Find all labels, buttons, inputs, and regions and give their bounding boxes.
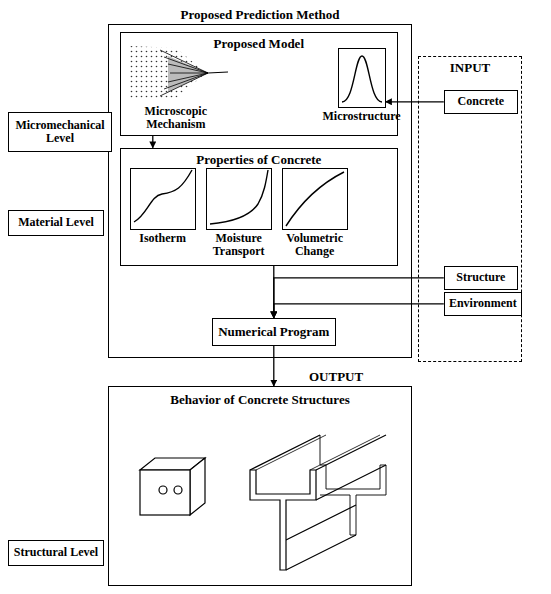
box-label: Structure xyxy=(456,271,505,284)
output-frame: OUTPUTBehavior of Concrete Structures xyxy=(108,386,412,586)
box-heading: Properties of Concrete xyxy=(121,153,397,167)
crack-mechanism-illustration-stroke xyxy=(160,73,208,96)
box-label: Numerical Program xyxy=(218,325,329,339)
flow-arrow xyxy=(273,346,274,386)
box-heading: OUTPUT xyxy=(309,370,363,384)
concrete-beam-illustration-stroke xyxy=(286,505,356,540)
box-label: Material Level xyxy=(18,216,94,229)
box-label: Concrete xyxy=(458,95,504,108)
box-label: Micromechanical Level xyxy=(9,119,111,145)
isotherm-curve xyxy=(134,170,192,222)
box-heading: INPUT xyxy=(419,61,521,75)
box-note: Behavior of Concrete Structures xyxy=(109,393,411,407)
box-heading: Isotherm xyxy=(121,232,205,245)
level-label: Micromechanical Level xyxy=(8,112,112,152)
box-heading: Proposed Model xyxy=(121,37,397,51)
concrete-beam-illustration-stroke xyxy=(250,470,316,570)
program-box: Numerical Program xyxy=(212,318,336,346)
level-label: Structural Level xyxy=(8,540,104,566)
concrete-beam-illustration-stroke xyxy=(286,535,356,570)
moisture-plot: Moisture Transport xyxy=(206,168,272,230)
crack-mechanism-illustration-stroke xyxy=(164,57,208,73)
concrete-block-illustration-stroke xyxy=(190,458,205,515)
connector-layer xyxy=(153,102,444,386)
concrete-beam-illustration-stroke xyxy=(316,465,386,500)
isotherm-plot: Isotherm xyxy=(130,168,196,230)
concrete-beam-illustration-stroke xyxy=(320,435,386,535)
input-box: Concrete xyxy=(444,90,518,114)
input-box: Environment xyxy=(444,292,522,316)
concrete-beam-illustration-stroke xyxy=(310,435,380,470)
crack-mechanism-illustration xyxy=(130,46,228,100)
box-heading: Volumetric Change xyxy=(279,232,351,258)
crack-mechanism-illustration-stroke xyxy=(164,73,208,89)
concrete-block-illustration-stroke xyxy=(140,470,190,515)
box-note: Microscopic Mechanism xyxy=(131,105,221,131)
box-heading: Moisture Transport xyxy=(203,232,275,258)
microstructure-plot: Microstructure xyxy=(338,48,386,108)
input-box: Structure xyxy=(444,266,518,290)
model-box: MicrostructureProposed ModelMicroscopic … xyxy=(120,32,398,136)
moisture-curve xyxy=(210,170,268,224)
box-label: Environment xyxy=(449,297,517,310)
crack-mechanism-illustration-stroke xyxy=(160,50,208,73)
volume-plot: Volumetric Change xyxy=(282,168,348,230)
concrete-block-illustration xyxy=(140,458,205,515)
crack-mechanism-illustration-stroke xyxy=(208,72,228,73)
concrete-block-illustration-stroke xyxy=(159,486,167,494)
box-label: Structural Level xyxy=(14,546,98,559)
method-frame: MicrostructureProposed ModelMicroscopic … xyxy=(108,24,412,358)
concrete-beam-illustration xyxy=(250,435,386,570)
flow-arrow xyxy=(386,101,444,102)
crack-mechanism-illustration-stroke xyxy=(168,56,208,92)
level-label: Material Level xyxy=(8,210,104,236)
flow-arrow xyxy=(152,136,153,148)
crack-mechanism-illustration-stroke xyxy=(170,73,208,74)
box-heading: Microstructure xyxy=(317,110,407,123)
curve-plots xyxy=(134,56,382,226)
crack-mechanism-illustration-stroke xyxy=(168,64,208,73)
concrete-block-illustration-stroke xyxy=(174,486,182,494)
concrete-beam-illustration-stroke xyxy=(250,435,320,470)
input-frame: ConcreteStructureEnvironment INPUT xyxy=(418,56,522,362)
concrete-beam-illustration-stroke xyxy=(316,435,386,470)
volume-curve xyxy=(286,172,344,226)
properties-box: IsothermMoisture TransportVolumetric Cha… xyxy=(120,148,398,266)
box-heading: Proposed Prediction Method xyxy=(109,8,411,22)
concrete-beam-illustration-stroke xyxy=(256,435,326,470)
distribution-curve xyxy=(342,56,382,102)
